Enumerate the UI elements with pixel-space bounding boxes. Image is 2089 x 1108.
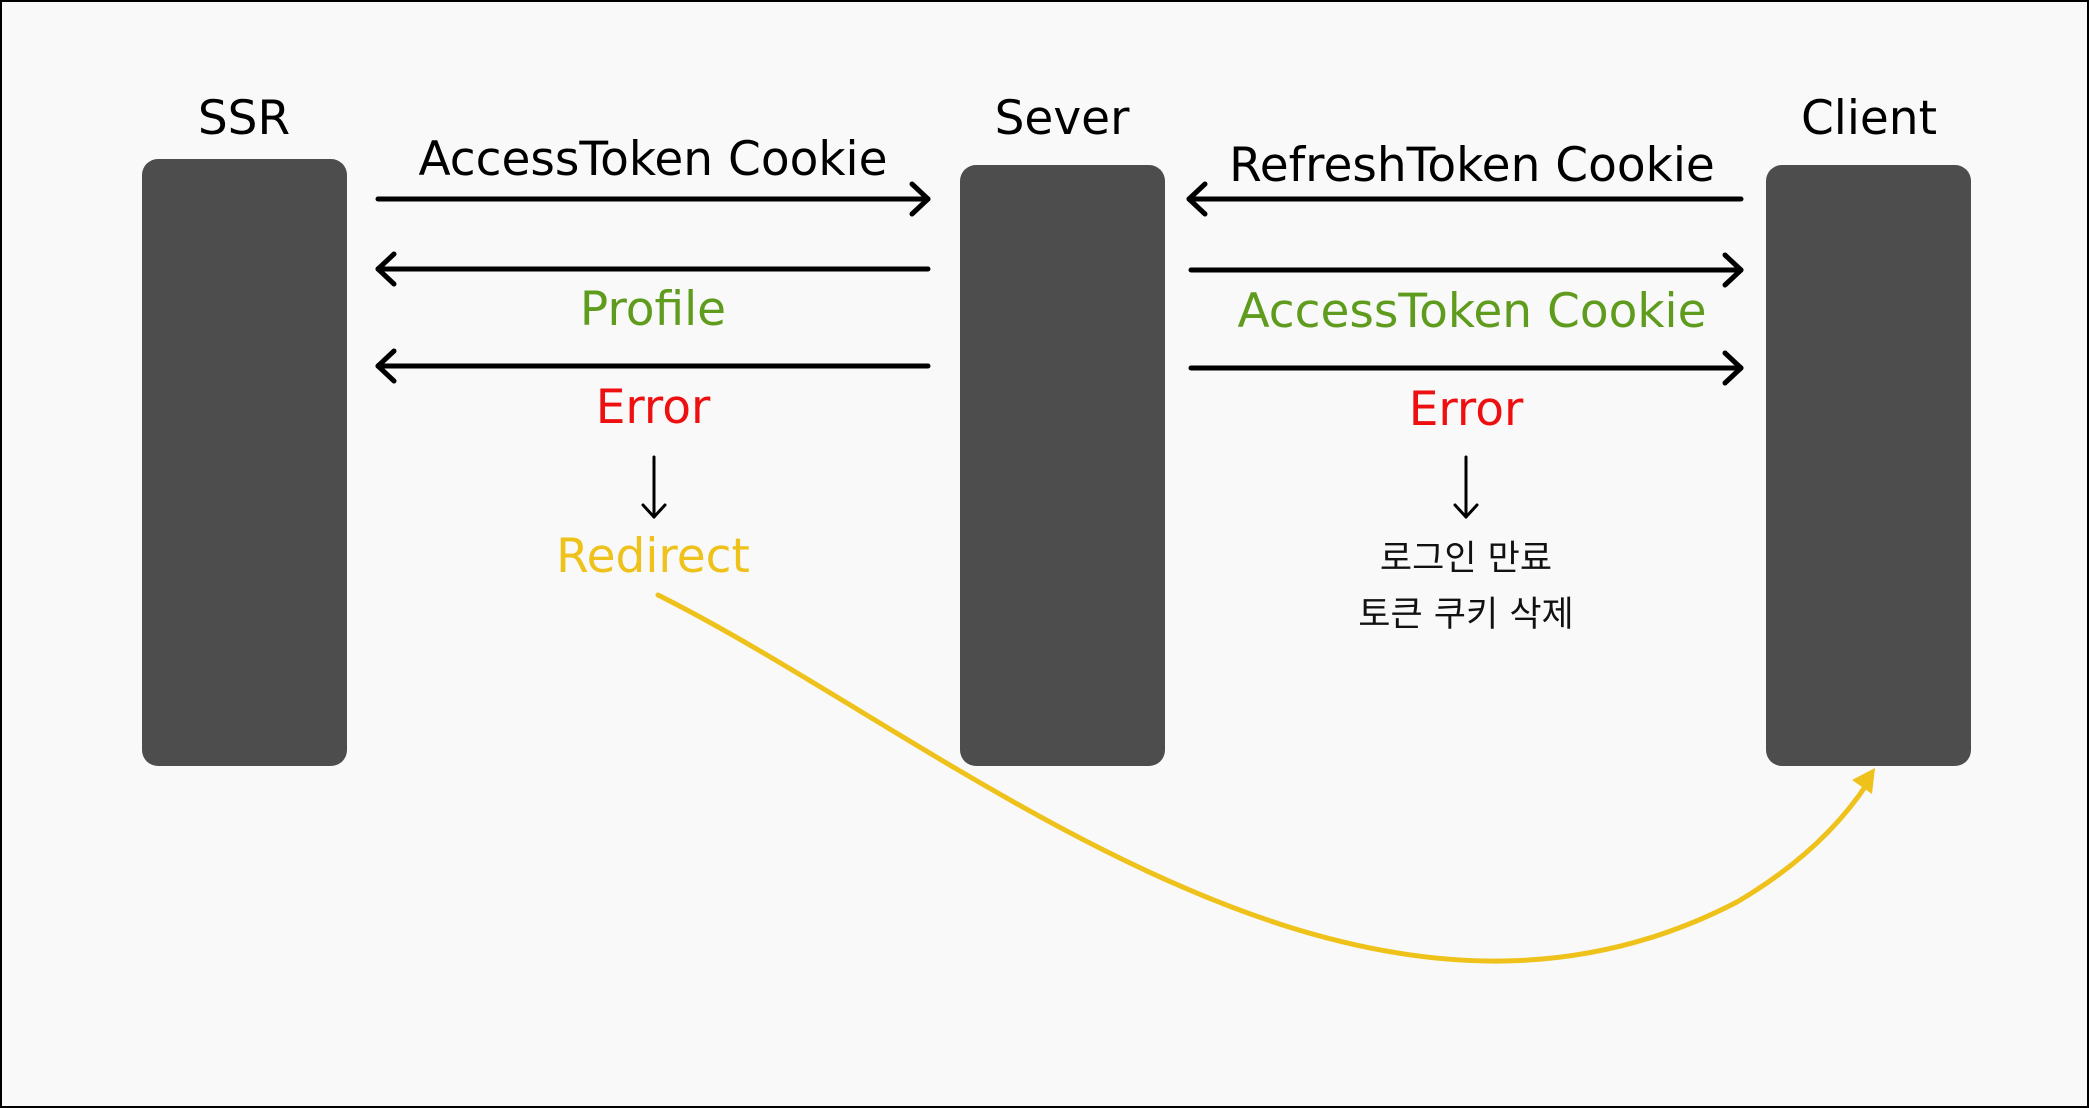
server-box [960, 165, 1165, 766]
redirect-curve [655, 592, 1870, 964]
client-request-label: RefreshToken Cookie [1229, 138, 1715, 193]
arrow-client-to-server [1186, 181, 1744, 217]
arrow-server-to-client-token [1188, 252, 1744, 288]
client-box [1766, 165, 1971, 766]
arrow-ssr-to-server [375, 181, 931, 217]
client-result-note: 로그인 만료 토큰 쿠키 삭제 [1358, 531, 1573, 643]
ssr-request-label: AccessToken Cookie [418, 132, 888, 187]
down-arrow-ssr [641, 455, 667, 519]
arrow-server-to-client-error [1188, 350, 1744, 386]
ssr-success-label: Profile [579, 282, 727, 337]
redirect-arrowhead [1852, 768, 1875, 794]
client-result-line2: 토큰 쿠키 삭제 [1358, 595, 1574, 635]
client-result-line1: 로그인 만료 [1379, 539, 1553, 579]
client-error-label: Error [1408, 382, 1524, 437]
ssr-redirect-label: Redirect [556, 529, 750, 584]
ssr-box [142, 159, 347, 766]
server-title: Sever [994, 91, 1130, 146]
down-arrow-client [1453, 455, 1479, 519]
ssr-error-label: Error [595, 380, 711, 435]
arrow-server-to-ssr-profile [375, 251, 931, 287]
client-success-label: AccessToken Cookie [1237, 284, 1707, 339]
ssr-title: SSR [197, 91, 291, 146]
client-title: Client [1800, 91, 1938, 146]
arrow-server-to-ssr-error [375, 348, 931, 384]
